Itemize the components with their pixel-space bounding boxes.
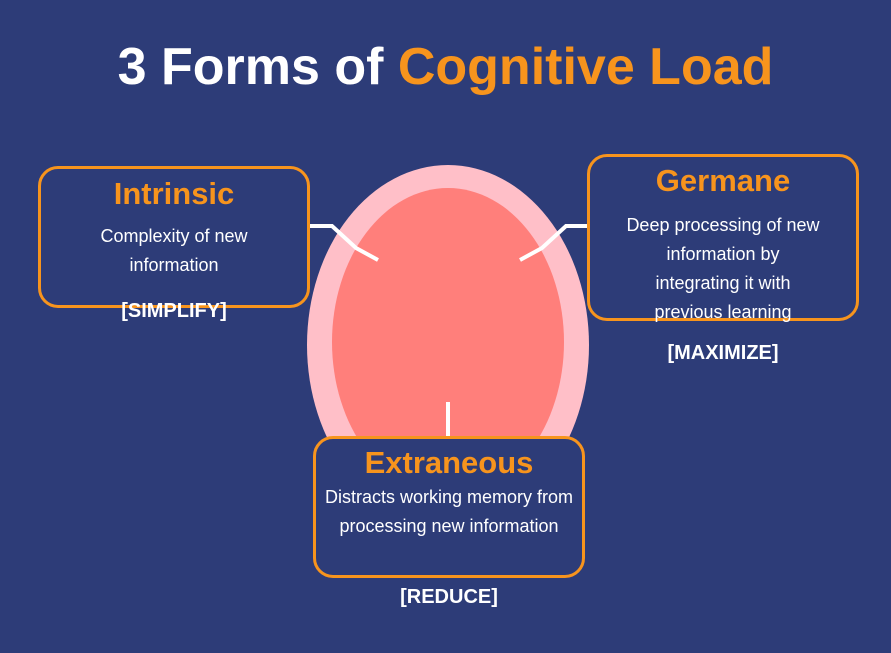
extraneous-action: [REDUCE]: [400, 586, 498, 608]
title-prefix: 3 Forms of: [117, 38, 398, 96]
brain-inner-shape: [332, 188, 564, 496]
intrinsic-action: [SIMPLIFY]: [121, 300, 227, 322]
connector-germane: [519, 224, 589, 262]
germane-heading: Germane: [655, 163, 791, 198]
germane-description: Deep processing of new information by in…: [626, 215, 820, 322]
intrinsic-heading: Intrinsic: [113, 176, 235, 211]
extraneous-box: Extraneous Distracts working memory from…: [313, 436, 585, 578]
extraneous-heading: Extraneous: [364, 445, 534, 480]
page-title: 3 Forms of Cognitive Load: [0, 36, 891, 98]
intrinsic-box: Intrinsic Complexity of new information: [38, 166, 310, 308]
germane-action: [MAXIMIZE]: [667, 342, 779, 364]
title-highlight: Cognitive Load: [397, 38, 774, 96]
connector-intrinsic: [310, 224, 379, 262]
intrinsic-description: Complexity of new information: [100, 226, 248, 275]
extraneous-description: Distracts working memory from processing…: [324, 487, 574, 536]
germane-box: Germane Deep processing of new informati…: [587, 154, 859, 322]
